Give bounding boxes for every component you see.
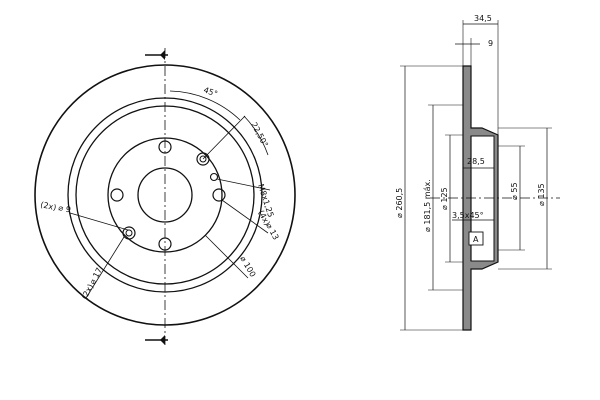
pcd-label: ⌀ 100 xyxy=(238,255,257,279)
angle-45-arc xyxy=(169,90,241,121)
hole9-label: ⌀ 9 xyxy=(58,203,72,214)
hole17-leader xyxy=(85,236,125,299)
pcd-leader xyxy=(204,234,249,279)
locating-hole-upper xyxy=(196,152,210,166)
dim-34-5: 34,5 xyxy=(474,14,492,23)
hole9-count: (2x) xyxy=(40,200,58,212)
section-arrow-top xyxy=(160,50,165,60)
datum-label: A xyxy=(473,235,479,244)
side-view: 34,5 9 ⌀ 260,5 ⌀ 181,5 máx. ⌀ 125 28,5 ⌀… xyxy=(395,14,560,331)
hole9-leader xyxy=(69,212,129,231)
locating-hole-lower-inner xyxy=(125,229,133,237)
center-bore xyxy=(137,167,193,223)
angle-45-leader xyxy=(202,115,246,160)
angle-22-label: 22,50° xyxy=(249,121,270,149)
hole13-leader xyxy=(221,199,269,234)
dim-135: ⌀ 135 xyxy=(537,183,546,206)
locating-hole-lower xyxy=(122,226,136,240)
angle-45-label: 45° xyxy=(202,85,218,98)
chamfer-label: 3,5x45° xyxy=(452,211,484,220)
hole17-label: ⌀ 17 xyxy=(88,266,104,286)
dim-181-5: ⌀ 181,5 máx. xyxy=(423,179,432,232)
locating-hole-upper-inner xyxy=(199,155,207,163)
dim-55: ⌀ 55 xyxy=(510,182,519,200)
dim-28-5: 28,5 xyxy=(467,157,485,166)
datum-box xyxy=(468,231,484,246)
front-view: 45° 22,50° M8x1,25 (2x) ⌀ 9 (4x) ⌀ 13 ⌀ … xyxy=(34,48,296,345)
dim-260-5: ⌀ 260,5 xyxy=(395,188,404,218)
threaded-hole xyxy=(209,172,219,182)
angle-22-arc xyxy=(243,115,269,156)
bolt-hole-right xyxy=(212,188,226,202)
bolt-hole-left xyxy=(110,188,124,202)
dim-9: 9 xyxy=(488,39,493,48)
thread-leader xyxy=(216,178,271,191)
dim-125: ⌀ 125 xyxy=(440,187,449,210)
section-arrow-bottom xyxy=(160,335,165,345)
